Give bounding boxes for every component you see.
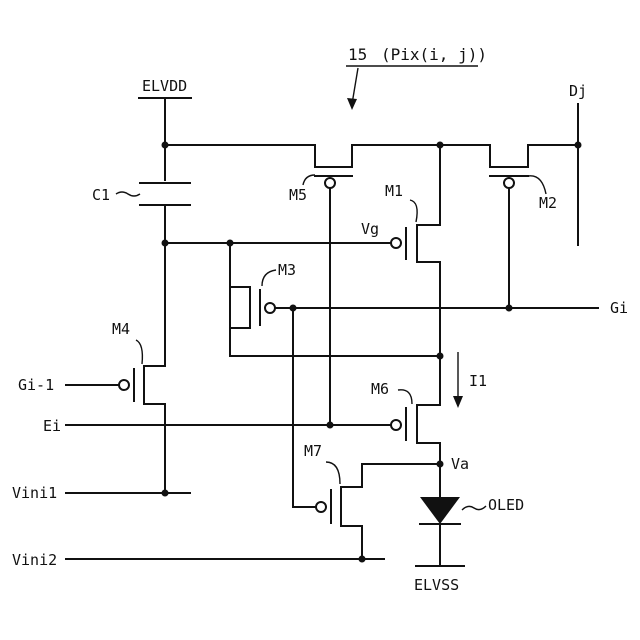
capacitor-c1: C1 (92, 183, 190, 243)
transistor-m1: M1 (385, 145, 440, 405)
transistor-m2: M2 (490, 145, 557, 308)
transistor-m4: M4 (112, 243, 165, 493)
figure-ref-arrow-head (347, 98, 357, 110)
elvdd-supply: ELVDD (139, 77, 191, 180)
i1-arrow-head (453, 396, 463, 408)
junction-dot (437, 353, 444, 360)
vini1-label: Vini1 (12, 484, 57, 502)
figure-ref-number: 15 (348, 45, 367, 64)
vini2-line: Vini2 (12, 551, 384, 569)
transistor-m6: M6 (371, 380, 440, 497)
m3-label: M3 (278, 261, 296, 279)
m5-label: M5 (289, 186, 307, 204)
m6-gate-bubble (391, 420, 401, 430)
m4-leader (136, 340, 142, 364)
dj-label: Dj (569, 82, 587, 100)
junction-dot (162, 142, 169, 149)
gi-label: Gi (610, 299, 628, 317)
vini2-label: Vini2 (12, 551, 57, 569)
m1-leader (410, 200, 417, 222)
ei-label: Ei (43, 417, 61, 435)
oled-diode: OLED (420, 496, 524, 566)
m2-gate-bubble (504, 178, 514, 188)
junction-dot (506, 305, 513, 312)
c1-leader (116, 192, 140, 196)
m4-gate-bubble (119, 380, 129, 390)
transistor-m5: M5 (289, 145, 352, 425)
elvdd-label: ELVDD (142, 77, 187, 95)
elvss-label: ELVSS (414, 576, 459, 594)
scan-line-gi-1: Gi-1 (18, 376, 119, 394)
junction-dot (359, 556, 366, 563)
m3-gate-bubble (265, 303, 275, 313)
figure-ref-detail: (Pix(i, j)) (381, 45, 487, 64)
vg-label: Vg (361, 220, 379, 238)
m2-label: M2 (539, 194, 557, 212)
oled-triangle (420, 497, 460, 524)
oled-label: OLED (488, 496, 524, 514)
elvss-supply: ELVSS (414, 566, 464, 594)
m1-label: M1 (385, 182, 403, 200)
junction-dot (162, 490, 169, 497)
oled-leader (462, 506, 486, 510)
m1-gate-bubble (391, 238, 401, 248)
m7-leader (326, 462, 340, 484)
i1-label: I1 (469, 372, 487, 390)
m6-label: M6 (371, 380, 389, 398)
gi-1-label: Gi-1 (18, 376, 54, 394)
emission-line-ei: Ei (43, 417, 391, 435)
data-line-dj: Dj (569, 82, 587, 245)
m4-label: M4 (112, 320, 130, 338)
m7-gate-bubble (316, 502, 326, 512)
m3-leader (262, 270, 276, 286)
c1-label: C1 (92, 186, 110, 204)
m7-label: M7 (304, 442, 322, 460)
m6-leader (398, 390, 412, 404)
m5-gate-bubble (325, 178, 335, 188)
va-label: Va (451, 455, 469, 473)
scan-line-gi: Gi (275, 299, 628, 507)
m2-leader (528, 176, 546, 194)
m5-leader (303, 175, 315, 185)
current-i1: I1 (453, 352, 487, 408)
junction-dot (327, 422, 334, 429)
transistor-m7: M7 (304, 442, 362, 559)
vini1-line: Vini1 (12, 484, 190, 502)
transistor-m3: M3 (230, 243, 444, 360)
figure-reference: 15 (Pix(i, j)) (346, 45, 487, 110)
